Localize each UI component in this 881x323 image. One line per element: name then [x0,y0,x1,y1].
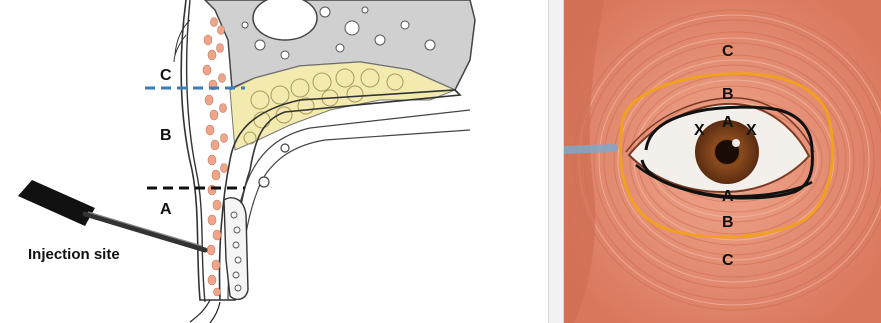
zone-label-a-top: A [722,114,734,131]
periocular-illustration: C B A X X A B C [564,0,881,323]
panel-divider [548,0,564,323]
eyelashes [190,300,220,323]
injection-mark-x-right: X [746,122,757,139]
needle [85,214,205,250]
eye-highlight [732,139,740,147]
zone-label-a-bottom: A [722,188,734,205]
vessel [281,144,289,152]
zone-label-c-bottom: C [722,252,734,269]
orbital-cavity [253,0,317,40]
zone-label-b-top: B [722,86,734,103]
eyelid-outer-contour [187,0,205,302]
eyelid-cross-section-figure: C B A Injection site [0,0,548,323]
periocular-muscle-figure: C B A X X A B C [564,0,881,323]
zone-label-b: B [160,127,172,144]
zone-label-a: A [160,201,172,218]
cross-section-illustration: C B A Injection site [0,0,548,323]
zone-label-c-top: C [722,43,734,60]
needle-highlight [88,212,202,246]
eyelid-inner-layers [228,110,470,300]
zone-label-c: C [160,67,172,84]
syringe-barrel-icon [18,180,95,226]
injection-site-label: Injection site [28,246,120,263]
vessel [259,177,269,187]
injection-mark-x-left: X [694,122,705,139]
orbicularis-muscle-dots [203,18,228,297]
corner-vessel [564,148,614,150]
zone-label-b-bottom: B [722,214,734,231]
